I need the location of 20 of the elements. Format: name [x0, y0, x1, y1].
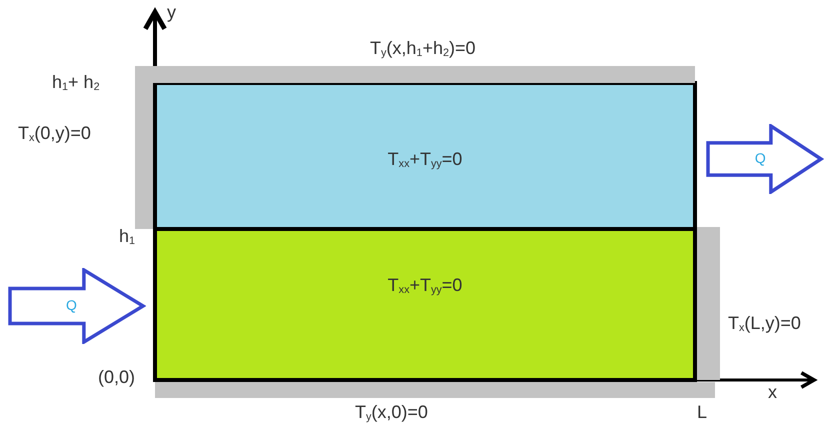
axis-label: y	[167, 2, 176, 22]
origin-label: (0,0)	[98, 367, 136, 387]
length-label: L	[697, 402, 708, 422]
heat-flow-arrow	[8, 268, 146, 344]
equation-text: T$_{xx}$+T$_{yy}$=0	[388, 149, 462, 170]
insulation-bar	[135, 83, 153, 229]
insulation-bar	[135, 66, 695, 83]
height-label: h$_{1}$	[119, 226, 136, 250]
boundary-condition: T$_{x}$(0,y)=0	[18, 123, 91, 146]
insulation-bar	[155, 382, 715, 398]
insulation-bar	[697, 227, 720, 380]
boundary-condition: T$_{y}$(x,0)=0	[355, 402, 428, 424]
boundary-condition: T$_{y}$(x,h$_{1}$+h$_{2}$)=0	[370, 38, 476, 62]
heat-label: Q	[754, 150, 767, 166]
height-label: h$_{1}$+ h$_{2}$	[52, 72, 100, 96]
heat-flow-arrow	[706, 124, 824, 194]
equation-text: T$_{xx}$+T$_{yy}$=0	[388, 275, 462, 296]
heat-label: Q	[65, 297, 78, 313]
axis-label: x	[768, 382, 777, 402]
boundary-condition: T$_{x}$(L,y)=0	[728, 313, 801, 336]
